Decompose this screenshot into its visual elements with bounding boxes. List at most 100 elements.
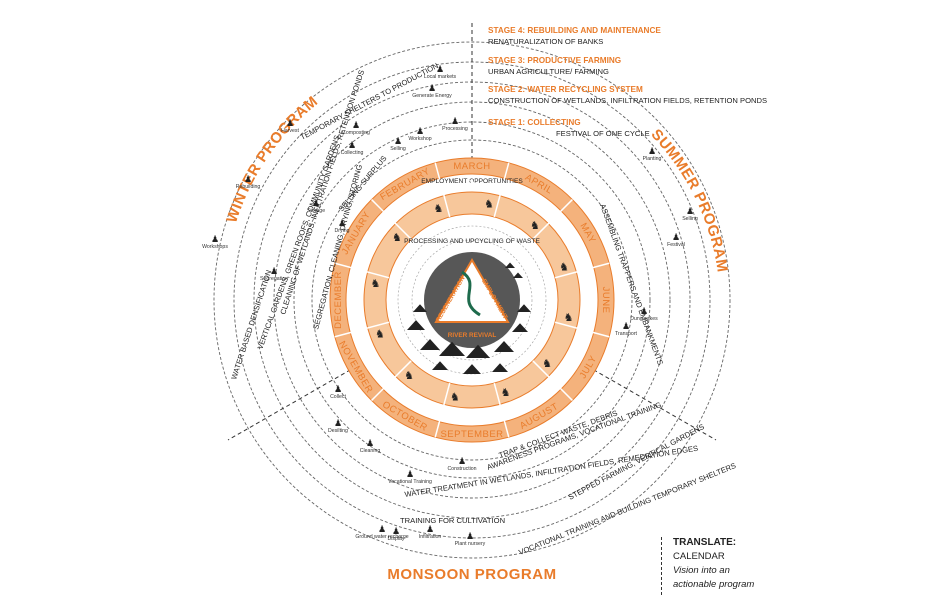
person-icon: ♟ xyxy=(366,438,374,448)
waste-pile-icon xyxy=(420,339,440,350)
person-icon: ♟ xyxy=(334,418,342,428)
waste-pile-icon xyxy=(492,363,508,372)
waste-pile-icon xyxy=(513,272,523,278)
person-icon: ♟ xyxy=(394,136,402,146)
activity-label: Segregation xyxy=(260,276,288,282)
activity-label: Selling xyxy=(682,216,698,222)
activity-label: Planting xyxy=(643,156,662,162)
activity-label: Plant nursery xyxy=(455,541,486,547)
month-divider xyxy=(493,162,510,218)
employment-opportunities-label: EMPLOYMENT OPPORTUNITIES xyxy=(421,178,523,185)
month-label-december: DECEMBER xyxy=(333,271,344,329)
waste-pile-icon xyxy=(512,323,528,332)
worker-icon: ♞ xyxy=(371,278,381,290)
month-divider xyxy=(434,382,451,438)
person-icon: ♟ xyxy=(211,234,219,244)
sun-icon: ☀ xyxy=(350,295,360,307)
waste-pile-icon xyxy=(439,341,465,356)
month-divider xyxy=(371,360,412,401)
summer-program-title: SUMMER PROGRAM xyxy=(648,126,731,274)
waste-pile-icon xyxy=(466,344,490,358)
person-icon: ♟ xyxy=(348,140,356,150)
activity-label: Storage xyxy=(307,208,325,214)
stages: STAGE 4: REBUILDING AND MAINTENANCE RENA… xyxy=(488,26,767,138)
person-icon: ♟ xyxy=(458,456,466,466)
sun-icon: ☀ xyxy=(409,194,419,206)
worker-icon: ♞ xyxy=(564,312,574,324)
worker-icon: ♞ xyxy=(484,198,494,210)
worker-icon: ♞ xyxy=(392,232,402,244)
person-icon: ♟ xyxy=(686,206,694,216)
person-icon: ♟ xyxy=(451,116,459,126)
legend-title: TRANSLATE: xyxy=(673,537,737,548)
month-divider xyxy=(554,321,610,338)
activity-label: Cleaning xyxy=(360,448,381,454)
activity-label: Workshops xyxy=(202,244,228,250)
person-icon: ♟ xyxy=(270,266,278,276)
activity-label: Processing xyxy=(442,126,468,132)
sun-icon: ☀ xyxy=(584,295,594,307)
worker-icon: ♞ xyxy=(530,220,540,232)
month-divider xyxy=(334,262,390,279)
month-divider xyxy=(493,382,510,438)
activity-label: Display xyxy=(387,536,404,542)
legend-line-3: actionable program xyxy=(673,579,755,590)
month-divider xyxy=(434,162,451,218)
sun-icon: ☀ xyxy=(467,178,477,190)
month-label-march: MARCH xyxy=(453,161,490,172)
activity-label: Local markets xyxy=(424,74,457,80)
cloud-icon: ☁ xyxy=(408,396,419,408)
center-hub: RIVER REVIVAL REGENERATION EMPLOYMENT xyxy=(424,252,520,348)
person-icon: ♟ xyxy=(406,469,414,479)
center-river-revival: RIVER REVIVAL xyxy=(448,332,497,339)
worker-icon: ♞ xyxy=(404,370,414,382)
activity-label: Workshop xyxy=(408,136,431,142)
person-icon: ♟ xyxy=(352,120,360,130)
activity-pictograms: Local markets♟Generate Energy♟Processing… xyxy=(202,64,698,547)
activity-label: Drying xyxy=(335,228,350,234)
person-icon: ♟ xyxy=(436,64,444,74)
sun-icon: ☀ xyxy=(366,237,376,249)
person-icon: ♟ xyxy=(416,126,424,136)
activity-label: Infiltration xyxy=(419,534,442,540)
stage-2-sub: CONSTRUCTION OF WETLANDS, INFILTRATION F… xyxy=(488,96,767,105)
activity-label: Rebuilding xyxy=(236,184,261,190)
activity-label: Ground water recharge xyxy=(355,534,408,540)
activity-label: Desilting xyxy=(328,428,348,434)
person-icon: ♟ xyxy=(428,83,436,93)
cloud-icon: ☁ xyxy=(467,412,478,424)
sun-icon: ☀ xyxy=(568,237,578,249)
month-spokes xyxy=(334,162,610,438)
person-icon: ♟ xyxy=(622,321,630,331)
person-icon: ♟ xyxy=(648,146,656,156)
person-icon: ♟ xyxy=(244,174,252,184)
person-icon: ♟ xyxy=(466,531,474,541)
activity-label: Composting xyxy=(342,130,370,136)
month-label-june: JUNE xyxy=(600,287,611,314)
monsoon-program-title: MONSOON PROGRAM xyxy=(387,566,556,583)
worker-icon: ♞ xyxy=(375,329,385,341)
waste-piles xyxy=(407,262,531,374)
person-icon: ♟ xyxy=(672,232,680,242)
cloud-icon: ☁ xyxy=(568,354,579,366)
legend-line-1: CALENDAR xyxy=(673,551,725,562)
person-icon: ♟ xyxy=(334,384,342,394)
person-icon: ♟ xyxy=(286,118,294,128)
waste-pile-icon xyxy=(407,320,425,330)
stage-1-sub: FESTIVAL OF ONE CYCLE xyxy=(556,129,650,138)
worker-icon: ♞ xyxy=(559,261,569,273)
person-icon: ♟ xyxy=(338,218,346,228)
stage-2-title: STAGE 2: WATER RECYCLING SYSTEM xyxy=(488,85,643,94)
activity-label: Construction xyxy=(447,466,476,472)
activity-label: Vocational Training xyxy=(388,479,432,485)
month-divider xyxy=(532,360,573,401)
stage-4-title: STAGE 4: REBUILDING AND MAINTENANCE xyxy=(488,26,661,35)
sun-icon: ☀ xyxy=(526,194,536,206)
worker-icon: ♞ xyxy=(542,358,552,370)
activity-label: Dung cakes xyxy=(630,316,658,322)
monsoon-ring-4: TRAINING FOR CULTIVATION xyxy=(400,516,505,525)
waste-pile-icon xyxy=(413,304,427,312)
stage-3-sub: URBAN AGRICULTURE/ FARMING xyxy=(488,67,609,76)
stage-3-title: STAGE 3: PRODUCTIVE FARMING xyxy=(488,56,621,65)
